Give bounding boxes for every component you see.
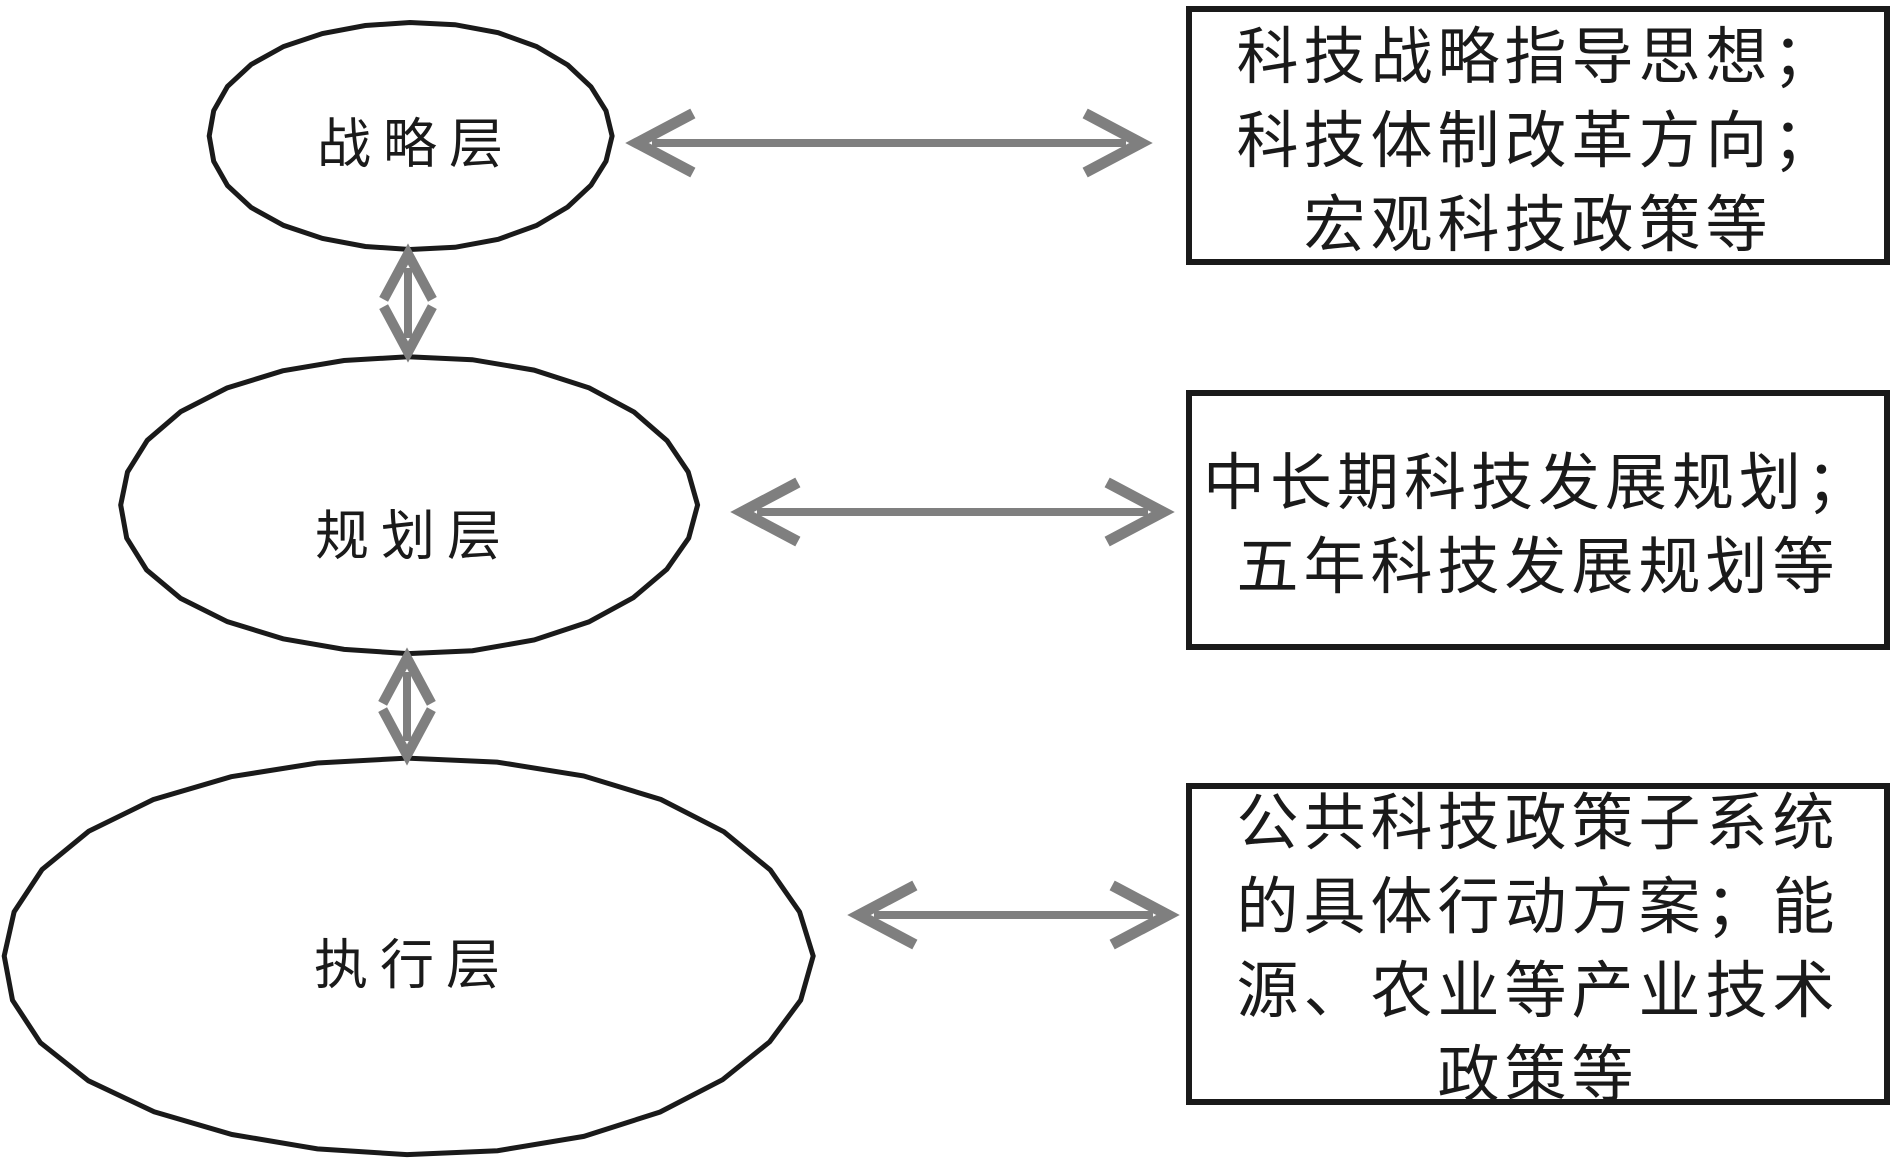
text-line: 公共科技政策子系统 (1236, 790, 1840, 858)
strategy-details-text: 科技战略指导思想； 科技体制改革方向； 宏观科技政策等 (1236, 16, 1839, 268)
text-line: 源、农业等产业技术 (1236, 958, 1840, 1026)
arrow-planning-execution (378, 647, 436, 766)
planning-layer-label: 规划层 (315, 506, 513, 567)
strategy-layer-ellipse (206, 19, 615, 253)
planning-layer-ellipse (118, 354, 701, 657)
text-line: 的具体行动方案；能 (1236, 874, 1840, 942)
text-line: 政策等 (1437, 1042, 1639, 1110)
arrow-execution-to-box (847, 880, 1180, 950)
arrow-strategy-planning (379, 243, 437, 363)
arrow-planning-to-box (730, 477, 1175, 547)
planning-details-box: 中长期科技发展规划； 五年科技发展规划等 (1186, 390, 1890, 650)
arrow-strategy-to-box (625, 108, 1153, 178)
strategy-layer-label: 战略层 (317, 114, 515, 175)
execution-layer-ellipse (1, 755, 816, 1158)
execution-layer-label: 执行层 (314, 935, 512, 996)
text-line: 中长期科技发展规划； (1202, 450, 1873, 518)
strategy-details-box: 科技战略指导思想； 科技体制改革方向； 宏观科技政策等 (1186, 6, 1890, 265)
text-line: 科技战略指导思想； (1236, 23, 1840, 92)
planning-details-text: 中长期科技发展规划； 五年科技发展规划等 (1203, 442, 1873, 610)
execution-details-text: 公共科技政策子系统 的具体行动方案；能 源、农业等产业技术 政策等 (1236, 782, 1839, 1118)
text-line: 五年科技发展规划等 (1236, 534, 1840, 602)
text-line: 科技体制改革方向； (1236, 107, 1840, 176)
execution-details-box: 公共科技政策子系统 的具体行动方案；能 源、农业等产业技术 政策等 (1186, 783, 1890, 1110)
text-line: 宏观科技政策等 (1303, 191, 1773, 260)
